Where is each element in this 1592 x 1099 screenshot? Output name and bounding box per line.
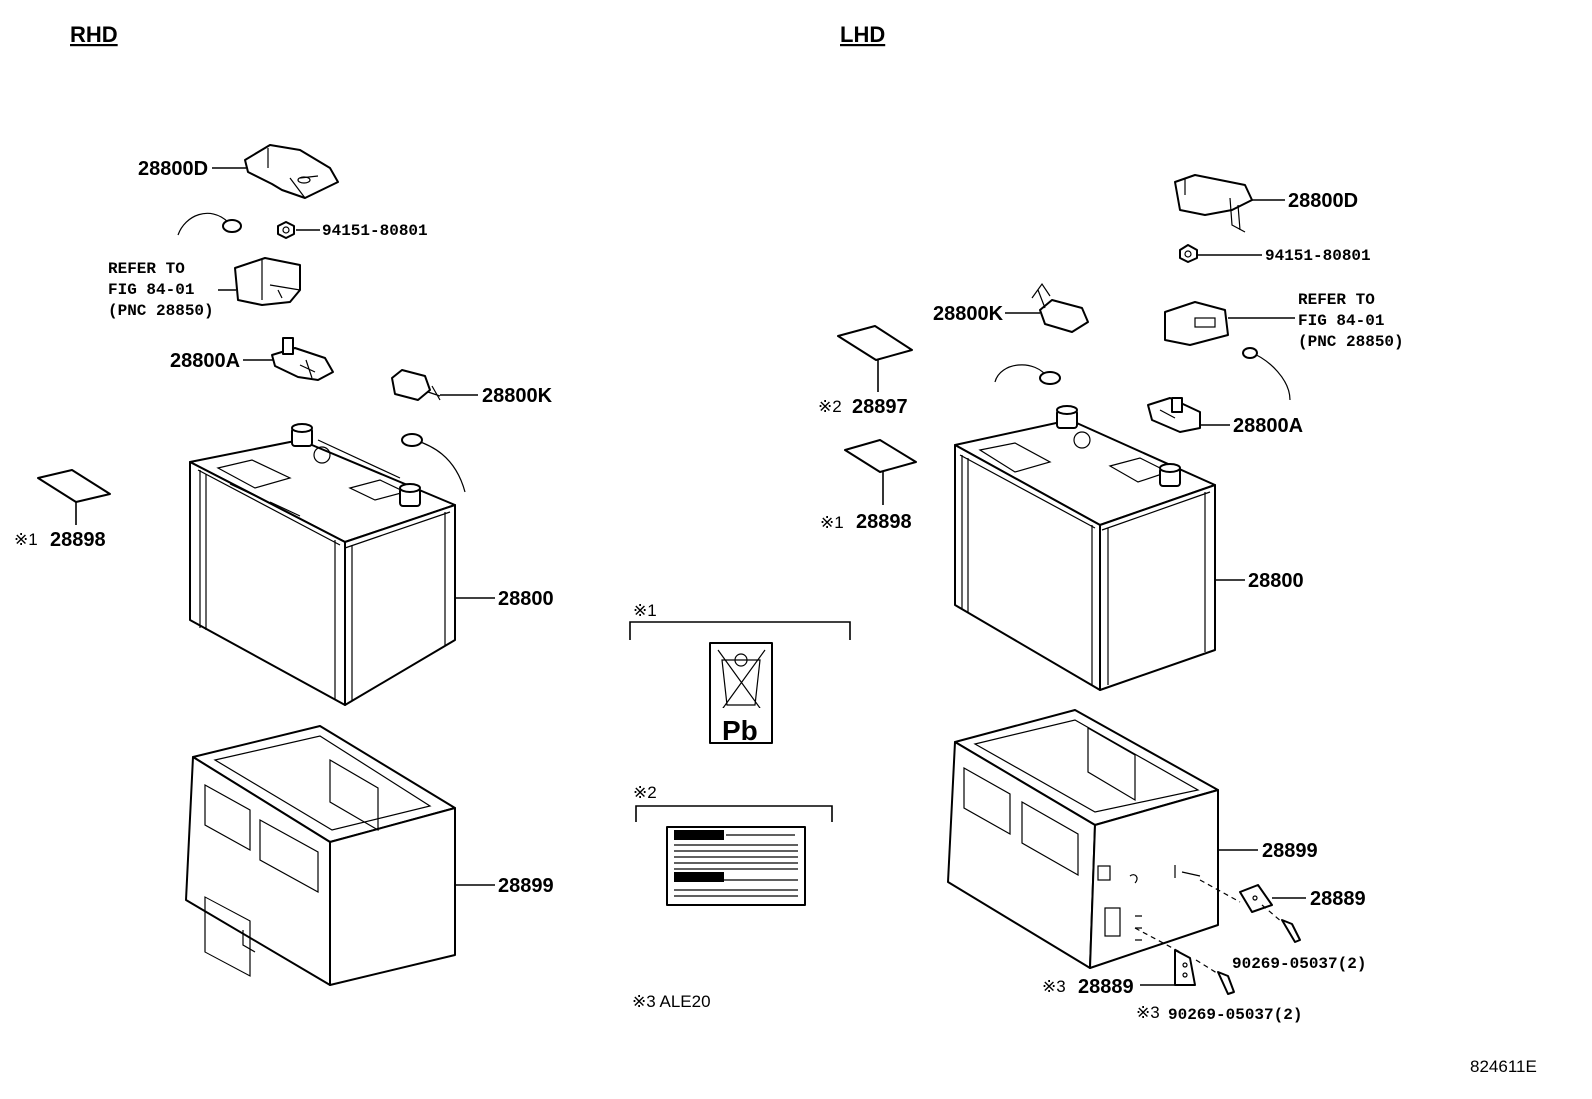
- rhd-refer-line1: REFER TO: [108, 260, 185, 278]
- lhd-cable: [1249, 351, 1291, 401]
- legend-bracket-2: [635, 805, 833, 822]
- rhd-wire-terminal: [222, 219, 242, 233]
- rhd-label-28898-sheet: [37, 469, 111, 503]
- label-rhd-28899: 28899: [498, 875, 554, 897]
- rhd-wire: [177, 212, 229, 236]
- label-rhd-94151: 94151-80801: [322, 222, 428, 240]
- label-lhd-28897: 28897: [852, 396, 908, 418]
- rhd-cable-terminal: [401, 433, 423, 447]
- label-lhd-28800a: 28800A: [1233, 415, 1303, 437]
- label-lhd-bolt-n3: 90269-05037(2): [1168, 1006, 1302, 1024]
- lhd-bracket-28889: [1239, 884, 1273, 913]
- label-lhd-94151: 94151-80801: [1265, 247, 1371, 265]
- lhd-note-3b: ※3: [1136, 1003, 1160, 1022]
- rhd-note-1: ※1: [14, 530, 38, 549]
- lhd-nut-94151-80801: [1179, 244, 1198, 263]
- label-rhd-28800a: 28800A: [170, 350, 240, 372]
- lhd-wire-terminal: [1039, 371, 1061, 385]
- rhd-cover-28800k: [391, 369, 441, 401]
- legend-recycle-symbol: Pb: [709, 642, 773, 746]
- lhd-note-3a: ※3: [1042, 977, 1066, 996]
- lhd-refer-line3: (PNC 28850): [1298, 333, 1404, 351]
- lhd-cover-28800k: [1031, 282, 1089, 333]
- label-rhd-28898: 28898: [50, 529, 106, 551]
- legend-warning-label: [666, 826, 806, 906]
- lhd-note-1: ※1: [820, 513, 844, 532]
- lhd-clamp-28800a: [1147, 397, 1201, 433]
- lhd-refer-line1: REFER TO: [1298, 291, 1375, 309]
- label-lhd-28800k: 28800K: [933, 303, 1004, 325]
- lhd-bolt: [1281, 919, 1301, 943]
- lhd-tray-28899: [947, 709, 1219, 969]
- lhd-bracket-28800d: [1174, 174, 1253, 233]
- label-rhd-28800: 28800: [498, 588, 554, 610]
- lhd-label-28898-sheet: [844, 439, 917, 473]
- label-lhd-28889-n3: 28889: [1078, 976, 1134, 998]
- rhd-clamp-28800a: [271, 337, 334, 381]
- header-lhd: LHD: [840, 22, 885, 47]
- rhd-nut-94151-80801: [277, 221, 295, 239]
- label-lhd-28898: 28898: [856, 511, 912, 533]
- label-lhd-28899: 28899: [1262, 840, 1318, 862]
- lhd-bolt-n3: [1217, 971, 1235, 995]
- rhd-battery-28800: [189, 423, 456, 706]
- label-lhd-bolt: 90269-05037(2): [1232, 955, 1366, 973]
- rhd-refer-line3: (PNC 28850): [108, 302, 214, 320]
- lhd-cable-terminal: [1242, 347, 1258, 359]
- rhd-terminal-fig84: [234, 257, 301, 306]
- lhd-battery-28800: [954, 405, 1216, 691]
- label-lhd-28889: 28889: [1310, 888, 1366, 910]
- lhd-refer-line2: FIG 84-01: [1298, 312, 1384, 330]
- rhd-bracket-28800d: [244, 144, 339, 199]
- lhd-terminal-fig84: [1164, 301, 1229, 346]
- legend-note-1: ※1: [633, 601, 657, 620]
- header-rhd: RHD: [70, 22, 118, 47]
- legend-bracket-1: [629, 621, 851, 640]
- rhd-refer-line2: FIG 84-01: [108, 281, 194, 299]
- lhd-note-2: ※2: [818, 397, 842, 416]
- rhd-cable: [414, 439, 466, 493]
- lhd-label-28897-sheet: [837, 325, 913, 361]
- lhd-dash-1: [1199, 879, 1241, 903]
- figure-id: 824611E: [1470, 1057, 1537, 1076]
- rhd-tray-28899: [185, 725, 456, 986]
- label-rhd-28800k: 28800K: [482, 385, 553, 407]
- lhd-bracket-28889-n3: [1174, 949, 1196, 986]
- legend-pb-text: Pb: [722, 715, 758, 746]
- legend-note-3: ※3 ALE20: [632, 992, 711, 1011]
- label-lhd-28800: 28800: [1248, 570, 1304, 592]
- legend-note-2: ※2: [633, 783, 657, 802]
- label-lhd-28800d: 28800D: [1288, 190, 1358, 212]
- label-rhd-28800d: 28800D: [138, 158, 208, 180]
